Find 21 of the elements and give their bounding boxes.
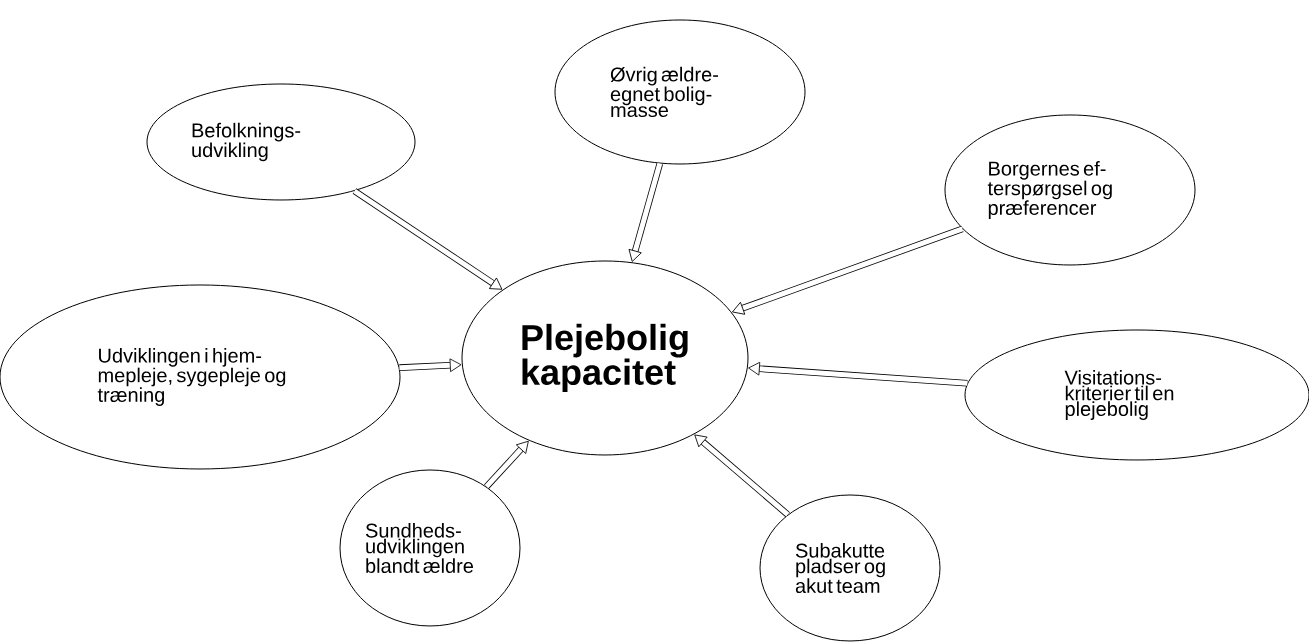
hollow-arrow: [484, 440, 529, 489]
ellipse-text: Sundheds- udviklingen blandt ældre: [365, 523, 474, 573]
ellipse-text: Plejebolig kapacitet: [522, 323, 688, 393]
hollow-arrow: [628, 162, 663, 262]
factor-ellipse: [146, 83, 416, 201]
ellipse-text: Subakutte pladser og akut team: [795, 543, 885, 593]
ellipse-text: Udviklingen i hjem- mepleje, sygepleje og træning: [97, 348, 286, 406]
hollow-arrow: [352, 188, 503, 290]
hollow-arrow: [732, 225, 964, 315]
factor-ellipse: [339, 469, 521, 627]
factor-ellipse: [759, 494, 941, 642]
hollow-arrow: [694, 434, 790, 518]
ellipse-text: Befolknings- udvikling: [192, 122, 301, 162]
center-ellipse: [461, 260, 749, 456]
hollow-arrow: [748, 361, 968, 387]
factor-ellipse: [554, 19, 806, 165]
hollow-arrow: [399, 358, 462, 373]
ellipse-text: Øvrig ældre- egnet bolig- masse: [610, 66, 718, 118]
factor-ellipse: [944, 114, 1196, 266]
ellipse-text: Visitations- kriterier til en plejebolig: [1064, 370, 1174, 420]
ellipse-text: Borgernes ef- terspørgsel og præferencer: [987, 161, 1112, 219]
